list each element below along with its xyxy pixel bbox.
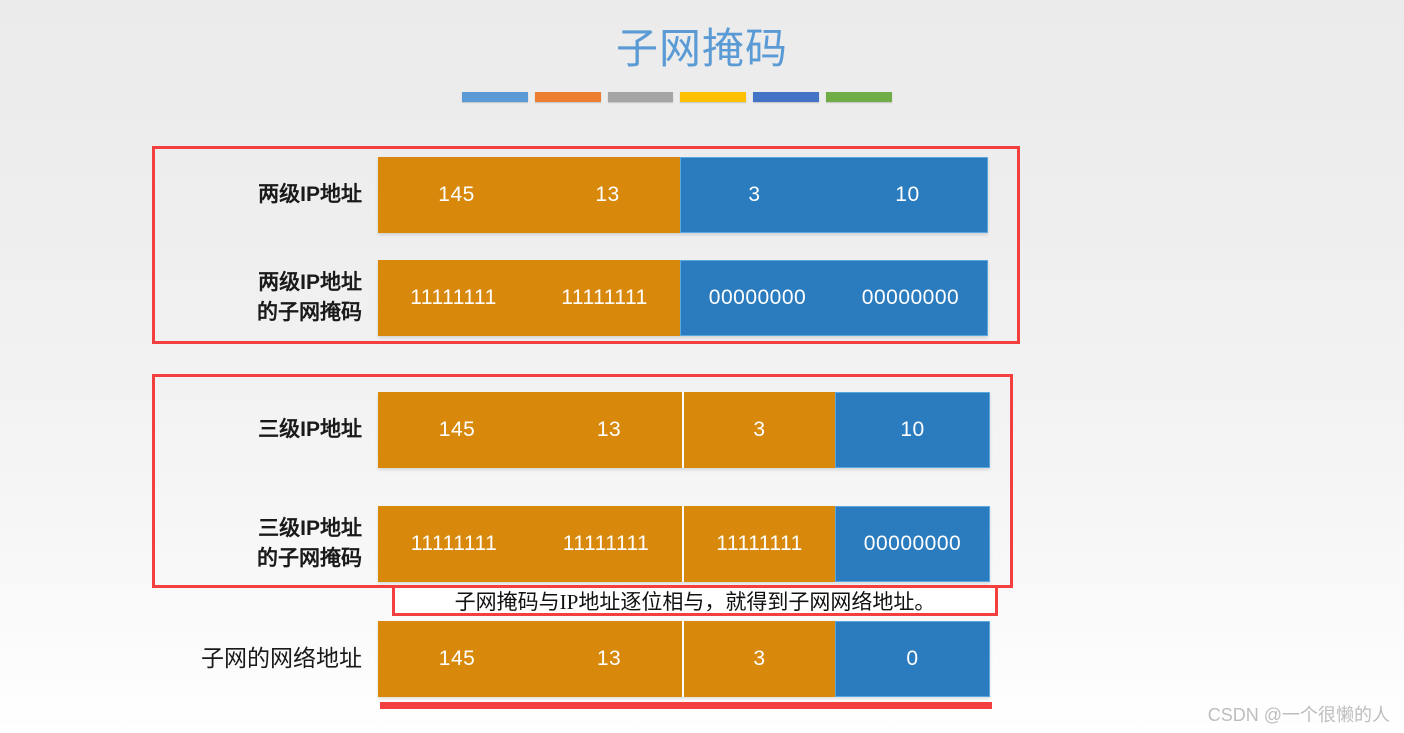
title-rule-segment-3	[607, 92, 674, 102]
row-label-three-level-subnet-mask: 三级IP地址 的子网掩码	[166, 514, 378, 574]
bar-segment-subnet-mask: 11111111	[682, 506, 835, 582]
bar-cell-value: 11111111	[410, 286, 497, 309]
row-label-line: 的子网掩码	[257, 547, 362, 570]
bar-segment-network: 145 13	[378, 157, 680, 233]
bar-cell-value: 00000000	[863, 532, 962, 555]
title-rule-segment-1	[462, 92, 528, 102]
bar-cell-value: 00000000	[708, 286, 807, 309]
bar-cell-value: 13	[596, 418, 622, 441]
highlight-box-two-level	[152, 146, 1020, 344]
bar-segment-network: 145 13	[378, 392, 682, 468]
row-two-level-subnet-mask: 两级IP地址 的子网掩码 11111111 11111111 00000000 …	[166, 260, 988, 336]
row-label-line: 的子网掩码	[257, 301, 362, 324]
bar-cell-value: 145	[438, 418, 476, 441]
bar-segment-host-mask: 00000000	[835, 506, 990, 582]
bar-segment-host-mask: 00000000 00000000	[680, 260, 988, 336]
title-rule-segment-6	[826, 92, 892, 102]
bar-cell-value: 13	[595, 183, 620, 206]
page-title: 子网掩码	[615, 27, 788, 73]
bar-three-level-subnet-mask: 11111111 11111111 11111111 00000000	[378, 506, 990, 582]
row-three-level-ip-address: 三级IP地址 145 13 3 10	[166, 392, 990, 468]
title-decoration-rule	[462, 92, 892, 102]
title-rule-segment-4	[680, 92, 747, 102]
bar-segment-subnet: 3	[682, 621, 835, 697]
row-label-line: 两级IP地址	[258, 183, 362, 206]
row-two-level-ip-address: 两级IP地址 145 13 3 10	[166, 157, 988, 233]
bar-cell-value: 0	[906, 647, 919, 670]
bar-subnet-network-address: 145 13 3 0	[378, 621, 990, 697]
row-label-line: 三级IP地址	[258, 517, 362, 540]
row-label-line: 三级IP地址	[258, 418, 362, 441]
bar-cell-value: 10	[900, 418, 925, 441]
bar-cell-value: 11111111	[410, 532, 498, 555]
bar-cell-value: 3	[748, 183, 761, 206]
annotation-text: 子网掩码与IP地址逐位相与，就得到子网网络地址。	[454, 589, 936, 614]
bar-segment-network-mask: 11111111 11111111	[378, 506, 682, 582]
bar-segment-host: 10	[835, 392, 990, 468]
bar-cell-value: 10	[895, 183, 920, 206]
bar-segment-subnet: 3	[682, 392, 835, 468]
row-label-subnet-network-address: 子网的网络地址	[166, 644, 378, 674]
bar-segment-host: 3 10	[680, 157, 988, 233]
bar-segment-host: 0	[835, 621, 990, 697]
row-three-level-subnet-mask: 三级IP地址 的子网掩码 11111111 11111111 11111111 …	[166, 506, 990, 582]
title-rule-segment-5	[753, 92, 820, 102]
bar-cell-value: 3	[753, 418, 766, 441]
bar-two-level-ip-address: 145 13 3 10	[378, 157, 988, 233]
bar-cell-value: 145	[438, 647, 476, 670]
bar-cell-value: 145	[438, 183, 475, 206]
watermark: CSDN @一个很懒的人	[1207, 705, 1390, 725]
row-label-two-level-subnet-mask: 两级IP地址 的子网掩码	[166, 268, 378, 328]
result-underline	[380, 702, 992, 709]
row-label-three-level-ip-address: 三级IP地址	[166, 415, 378, 445]
bar-cell-value: 11111111	[716, 532, 803, 555]
bar-cell-value: 00000000	[861, 286, 960, 309]
bar-segment-network-mask: 11111111 11111111	[378, 260, 680, 336]
bar-cell-value: 11111111	[562, 532, 650, 555]
bar-cell-value: 11111111	[561, 286, 648, 309]
bar-cell-value: 13	[596, 647, 622, 670]
row-label-two-level-ip-address: 两级IP地址	[166, 180, 378, 210]
bar-cell-value: 3	[753, 647, 766, 670]
row-label-line: 子网的网络地址	[201, 646, 362, 671]
bar-two-level-subnet-mask: 11111111 11111111 00000000 00000000	[378, 260, 988, 336]
row-subnet-network-address: 子网的网络地址 145 13 3 0	[166, 621, 990, 697]
bar-segment-network: 145 13	[378, 621, 682, 697]
bar-three-level-ip-address: 145 13 3 10	[378, 392, 990, 468]
row-label-line: 两级IP地址	[258, 271, 362, 294]
annotation-callout: 子网掩码与IP地址逐位相与，就得到子网网络地址。	[392, 585, 998, 616]
title-rule-segment-2	[534, 92, 601, 102]
